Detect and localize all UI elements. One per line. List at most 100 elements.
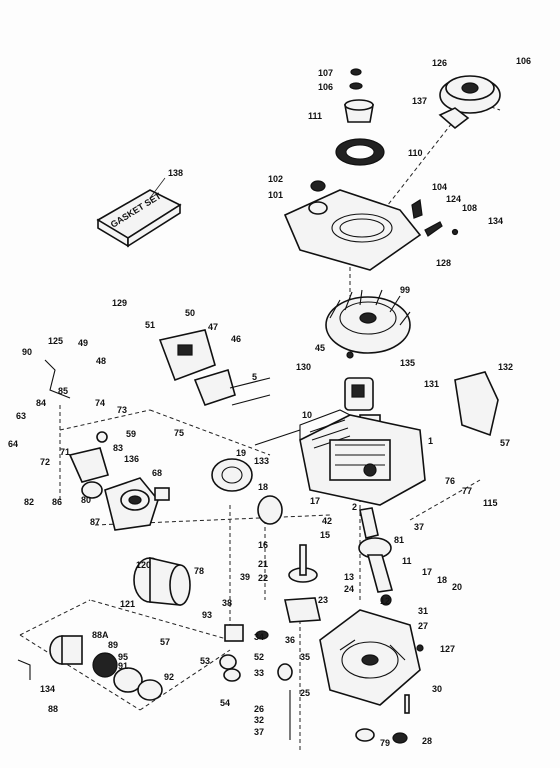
part-label-74: 74 bbox=[95, 398, 105, 408]
cup-and-ring-parts bbox=[335, 68, 385, 166]
part-label-91: 91 bbox=[118, 661, 128, 671]
carburetor bbox=[104, 477, 170, 531]
part-label-50: 50 bbox=[185, 308, 195, 318]
part-label-54: 54 bbox=[220, 698, 230, 708]
part-label-138: 138 bbox=[168, 168, 183, 178]
fuel-tank-assembly bbox=[17, 635, 163, 701]
part-label-11: 11 bbox=[402, 556, 412, 566]
part-label-45: 45 bbox=[315, 343, 325, 353]
part-label-72: 72 bbox=[40, 457, 50, 467]
part-label-35: 35 bbox=[300, 652, 310, 662]
part-label-57b: 57 bbox=[160, 637, 170, 647]
part-label-19: 19 bbox=[236, 448, 246, 458]
part-label-10: 10 bbox=[302, 410, 312, 420]
part-label-127: 127 bbox=[440, 644, 455, 654]
part-label-21: 21 bbox=[258, 559, 268, 569]
part-label-51: 51 bbox=[145, 320, 155, 330]
starter-housing bbox=[438, 75, 501, 130]
part-label-73: 73 bbox=[117, 405, 127, 415]
part-label-28: 28 bbox=[422, 736, 432, 746]
part-label-88a: 88A bbox=[92, 630, 109, 640]
part-label-71: 71 bbox=[60, 447, 70, 457]
engine-block bbox=[299, 409, 426, 506]
part-label-106a: 106 bbox=[318, 82, 333, 92]
part-label-79: 79 bbox=[380, 738, 390, 748]
crankcase bbox=[319, 609, 421, 706]
bottom-right-parts bbox=[355, 644, 424, 744]
part-label-76: 76 bbox=[445, 476, 455, 486]
part-label-16: 16 bbox=[258, 540, 268, 550]
part-label-31: 31 bbox=[418, 606, 428, 616]
part-label-38: 38 bbox=[222, 598, 232, 608]
part-label-39: 39 bbox=[240, 572, 250, 582]
part-label-52: 52 bbox=[254, 652, 264, 662]
part-label-137: 137 bbox=[412, 96, 427, 106]
part-label-48: 48 bbox=[96, 356, 106, 366]
part-label-25: 25 bbox=[300, 688, 310, 698]
part-label-111: 111 bbox=[308, 111, 322, 121]
crankshaft bbox=[358, 507, 394, 606]
part-label-34: 34 bbox=[254, 632, 264, 642]
part-label-30: 30 bbox=[432, 684, 442, 694]
part-label-59: 59 bbox=[126, 429, 136, 439]
part-label-135: 135 bbox=[400, 358, 415, 368]
camshaft-parts bbox=[284, 544, 321, 623]
part-label-108: 108 bbox=[462, 203, 477, 213]
part-label-53: 53 bbox=[200, 656, 210, 666]
part-label-120: 120 bbox=[136, 560, 151, 570]
governor-parts bbox=[211, 429, 301, 525]
part-label-27: 27 bbox=[418, 621, 428, 631]
part-label-5: 5 bbox=[252, 372, 257, 382]
part-label-102: 102 bbox=[268, 174, 283, 184]
shroud bbox=[454, 371, 499, 437]
air-cleaner-cover bbox=[283, 180, 422, 271]
part-label-75: 75 bbox=[174, 428, 184, 438]
oil-parts bbox=[219, 624, 293, 740]
part-label-46: 46 bbox=[231, 334, 241, 344]
assembly-dashed-lines bbox=[19, 80, 501, 750]
part-label-87: 87 bbox=[90, 517, 100, 527]
part-label-77: 77 bbox=[462, 486, 472, 496]
part-label-89: 89 bbox=[108, 640, 118, 650]
part-label-126: 126 bbox=[432, 58, 447, 68]
part-label-78: 78 bbox=[194, 566, 204, 576]
fuel-parts bbox=[44, 359, 110, 499]
part-label-101: 101 bbox=[268, 190, 283, 200]
part-label-47: 47 bbox=[208, 322, 218, 332]
part-label-64: 64 bbox=[8, 439, 18, 449]
part-label-128: 128 bbox=[436, 258, 451, 268]
muffler bbox=[133, 556, 191, 606]
part-label-84: 84 bbox=[36, 398, 46, 408]
part-label-134b: 134 bbox=[40, 684, 55, 694]
part-label-124: 124 bbox=[446, 194, 461, 204]
part-label-20: 20 bbox=[452, 582, 462, 592]
part-label-42: 42 bbox=[322, 516, 332, 526]
part-label-1: 1 bbox=[428, 436, 433, 446]
carb-bracket bbox=[158, 329, 271, 406]
part-label-134a: 134 bbox=[488, 216, 503, 226]
flywheel bbox=[325, 289, 411, 359]
part-label-17a: 17 bbox=[310, 496, 320, 506]
part-label-107: 107 bbox=[318, 68, 333, 78]
part-label-68: 68 bbox=[152, 468, 162, 478]
part-label-131: 131 bbox=[424, 379, 439, 389]
part-label-23: 23 bbox=[318, 595, 328, 605]
part-label-36: 36 bbox=[285, 635, 295, 645]
part-label-81: 81 bbox=[394, 535, 404, 545]
part-label-104: 104 bbox=[432, 182, 447, 192]
part-label-86: 86 bbox=[52, 497, 62, 507]
part-label-37b: 37 bbox=[254, 727, 264, 737]
gasket-set-box: GASKET SET bbox=[96, 177, 182, 248]
part-label-88: 88 bbox=[48, 704, 58, 714]
part-label-33: 33 bbox=[254, 668, 264, 678]
part-label-115: 115 bbox=[483, 498, 498, 508]
part-label-121: 121 bbox=[120, 599, 135, 609]
part-label-37: 37 bbox=[414, 522, 424, 532]
part-label-130: 130 bbox=[296, 362, 311, 372]
part-label-92: 92 bbox=[164, 672, 174, 682]
part-label-95: 95 bbox=[118, 652, 128, 662]
part-label-17b: 17 bbox=[422, 567, 432, 577]
part-label-83: 83 bbox=[113, 443, 123, 453]
part-label-99: 99 bbox=[400, 285, 410, 295]
